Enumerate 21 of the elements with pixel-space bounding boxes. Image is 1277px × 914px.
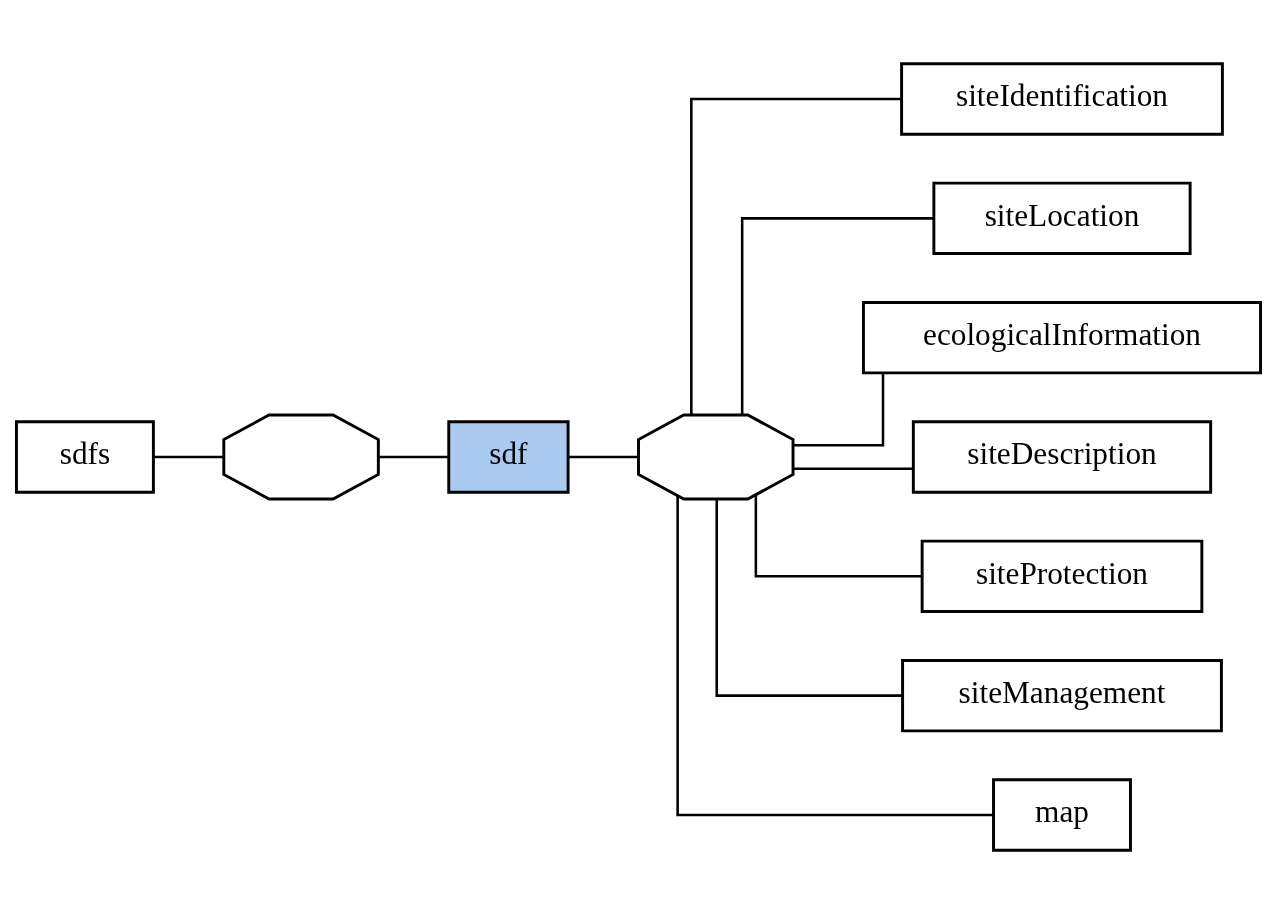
- node-box: sdfs: [15, 420, 155, 494]
- node-box: sdf: [447, 420, 570, 494]
- connector: [793, 467, 913, 470]
- connector: [793, 372, 885, 447]
- connector: [378, 455, 449, 459]
- connector: [690, 97, 902, 415]
- node-box: map: [992, 778, 1132, 852]
- node-box: siteDescription: [911, 420, 1213, 494]
- node-box: siteProtection: [920, 539, 1204, 613]
- connector: [754, 494, 922, 578]
- connector: [740, 217, 934, 415]
- node-box: siteIdentification: [900, 62, 1224, 136]
- node-box: ecologicalInformation: [862, 301, 1262, 375]
- node-octagon: [222, 413, 380, 501]
- connector: [676, 496, 994, 817]
- node-octagon: [637, 413, 795, 501]
- connector: [715, 499, 903, 697]
- node-box: siteLocation: [932, 181, 1192, 256]
- connector: [568, 455, 639, 459]
- node-box: siteManagement: [901, 658, 1223, 733]
- connector: [153, 455, 224, 459]
